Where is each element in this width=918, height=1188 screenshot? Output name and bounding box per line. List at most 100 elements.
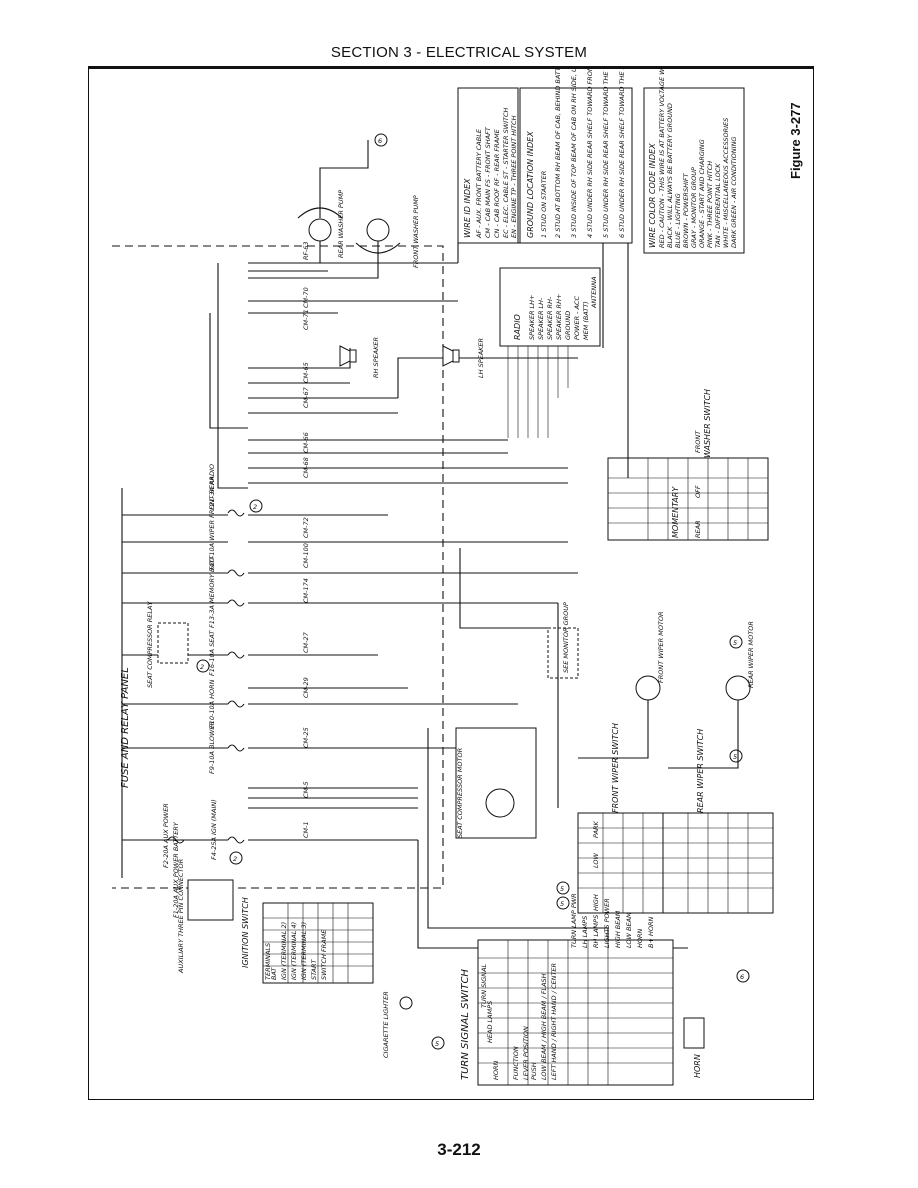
svg-text:TAN - DIFFERENTIAL LOCK: TAN - DIFFERENTIAL LOCK [714, 163, 722, 248]
fuse-f21: F21-3A RADIO [208, 464, 245, 517]
header-rule [88, 66, 814, 68]
svg-text:2: 2 [200, 663, 204, 671]
svg-text:LOW BEAM / HIGH BEAM / FLASH: LOW BEAM / HIGH BEAM / FLASH [540, 973, 548, 1080]
svg-text:IGN (TERMINAL 2): IGN (TERMINAL 2) [280, 922, 288, 980]
svg-text:CM-1: CM-1 [302, 821, 310, 838]
rear-wiper-switch: REAR WIPER SWITCH [662, 729, 774, 914]
svg-text:EN - ENGINE TP - THREE POINT: EN - ENGINE TP - THREE POINT HITCH [510, 115, 518, 238]
svg-text:REAR: REAR [694, 520, 702, 538]
svg-text:FRONT WIPER SWITCH: FRONT WIPER SWITCH [611, 723, 620, 813]
radio-unit: RADIO SPEAKER LH+ SPEAKER LH- SPEAKER RH… [499, 267, 601, 347]
svg-text:HORN: HORN [492, 1060, 500, 1080]
fuse-panel-outline [112, 245, 444, 889]
svg-text:CM-66: CM-66 [302, 432, 310, 453]
svg-text:B+ HORN: B+ HORN [647, 917, 655, 948]
svg-text:SEAT COMPRESSOR MOTOR: SEAT COMPRESSOR MOTOR [456, 748, 464, 838]
svg-text:MEM (BATT): MEM (BATT) [582, 301, 590, 340]
svg-text:REAR WIPER SWITCH: REAR WIPER SWITCH [696, 729, 705, 813]
svg-text:AF - AUX. FRONT BATTERY CABLE: AF - AUX. FRONT BATTERY CABLE [475, 128, 483, 239]
cigarette-lighter: CIGARETTE LIGHTER [382, 991, 413, 1058]
svg-text:5 STUD UNDER RH SIDE REAR SHEL: 5 STUD UNDER RH SIDE REAR SHELF TOWARD T… [602, 68, 610, 238]
svg-text:CM - CAB MAIN FS - FRONT SHA: CM - CAB MAIN FS - FRONT SHAFT [484, 126, 492, 238]
svg-text:BLUE - LIGHTING: BLUE - LIGHTING [674, 193, 682, 248]
svg-text:TERMINALS: TERMINALS [264, 943, 272, 980]
svg-text:OFF: OFF [694, 485, 702, 498]
fuse-list: F21-3A RADIO F20-10A WIPER FRONT REAR F1… [162, 464, 245, 918]
svg-text:F10-10A HORN: F10-10A HORN [208, 679, 216, 728]
svg-text:POWER - ACC: POWER - ACC [573, 295, 581, 340]
svg-text:F1-20A AUX POWER BATTERY: F1-20A AUX POWER BATTERY [172, 821, 180, 918]
svg-text:BAT: BAT [270, 967, 278, 980]
svg-text:F2-20A AUX POWER: F2-20A AUX POWER [162, 803, 170, 868]
svg-text:CM-27: CM-27 [302, 631, 310, 653]
svg-text:CM-174: CM-174 [302, 578, 310, 603]
svg-text:HORN: HORN [636, 928, 644, 948]
wire-tags: RF-63 CM-70 CM-71 CM-65 CM-67 CM-66 CM-6… [302, 241, 310, 838]
wire-color-index: WIRE COLOR CODE INDEX RED - CAUTION - TH… [643, 68, 745, 254]
svg-text:LOW: LOW [592, 852, 600, 868]
svg-text:CM-65: CM-65 [302, 362, 310, 383]
svg-text:PUSH: PUSH [530, 1062, 538, 1080]
ignition-switch-table: BAT IGN (TERMINAL 2) IGN (TERMINAL 4) IG… [241, 897, 374, 984]
svg-text:PARK: PARK [592, 820, 600, 838]
svg-text:2 STUD AT BOTTOM RH BEAM OF CA: 2 STUD AT BOTTOM RH BEAM OF CAB, BEHIND … [554, 68, 562, 238]
svg-text:BROWN - POWERSHIFT: BROWN - POWERSHIFT [682, 172, 690, 248]
svg-text:SEE MONITOR GROUP: SEE MONITOR GROUP [562, 602, 570, 673]
svg-text:LEVER POSITION: LEVER POSITION [522, 1026, 530, 1080]
lh-speaker: LH SPEAKER [442, 338, 485, 378]
fuse-f4: F4-25A IGN (MAIN) [210, 799, 245, 860]
wire-id-index: WIRE ID INDEX AF - AUX. FRONT BATTERY CA… [457, 87, 519, 244]
monitor-group-ref: SEE MONITOR GROUP [547, 602, 579, 679]
svg-text:CM-25: CM-25 [302, 727, 310, 748]
svg-text:AUXILIARY THREE PIN CONNECTOR: AUXILIARY THREE PIN CONNECTOR [177, 859, 185, 974]
svg-text:CM-5: CM-5 [302, 781, 310, 798]
seat-compressor-relay: SEAT COMPRESSOR RELAY [146, 601, 189, 688]
svg-text:HIGH BEAM: HIGH BEAM [614, 910, 622, 948]
svg-text:RED - CAUTION - THIS WIRE IS A: RED - CAUTION - THIS WIRE IS AT BATTERY … [658, 68, 666, 248]
svg-text:FUNCTION: FUNCTION [512, 1046, 520, 1080]
svg-text:HORN: HORN [693, 1054, 702, 1078]
svg-text:HIGH: HIGH [592, 894, 600, 911]
front-washer-pump: FRONT WASHER PUMP [355, 195, 420, 268]
svg-text:CM-67: CM-67 [302, 386, 310, 408]
svg-text:CM-68: CM-68 [302, 457, 310, 478]
svg-text:IGNITION SWITCH: IGNITION SWITCH [241, 897, 250, 968]
svg-text:LEFT HAND / RIGHT HAND / CENTE: LEFT HAND / RIGHT HAND / CENTER [550, 963, 558, 1080]
svg-text:SWITCH FRAME: SWITCH FRAME [320, 929, 328, 980]
diagram-frame [88, 68, 814, 1100]
svg-text:SPEAKER RH+: SPEAKER RH+ [555, 294, 563, 340]
svg-text:IGN (TERMINAL 4): IGN (TERMINAL 4) [290, 922, 298, 980]
svg-text:FRONT: FRONT [694, 430, 702, 453]
svg-text:FRONT WASHER PUMP: FRONT WASHER PUMP [412, 195, 420, 268]
svg-text:CIGARETTE LIGHTER: CIGARETTE LIGHTER [382, 991, 390, 1058]
svg-text:SEAT COMPRESSOR RELAY: SEAT COMPRESSOR RELAY [146, 601, 154, 688]
svg-text:5: 5 [435, 1040, 439, 1048]
section-header: SECTION 3 - ELECTRICAL SYSTEM [330, 44, 588, 61]
svg-text:REAR WIPER MOTOR: REAR WIPER MOTOR [747, 621, 755, 688]
svg-text:TURN SIGNAL SWITCH: TURN SIGNAL SWITCH [460, 969, 471, 1080]
svg-text:RF-63: RF-63 [302, 241, 310, 260]
svg-text:WASHER SWITCH: WASHER SWITCH [703, 389, 712, 458]
svg-text:LH SPEAKER: LH SPEAKER [477, 338, 485, 378]
svg-text:DARK GREEN - AIR CONDITIONING: DARK GREEN - AIR CONDITIONING [730, 137, 738, 248]
svg-text:REAR WASHER PUMP: REAR WASHER PUMP [337, 190, 345, 258]
svg-text:FRONT WIPER MOTOR: FRONT WIPER MOTOR [657, 611, 665, 683]
svg-text:CM-70: CM-70 [302, 287, 310, 308]
svg-text:GRAY - MONITOR GROUP: GRAY - MONITOR GROUP [690, 167, 698, 248]
svg-text:2: 2 [253, 503, 257, 511]
fuse-f9: F9-10A BLOWER [208, 721, 245, 774]
svg-text:F4-25A IGN (MAIN): F4-25A IGN (MAIN) [210, 799, 218, 860]
svg-text:F20-10A WIPER FRONT REAR: F20-10A WIPER FRONT REAR [208, 476, 216, 570]
ground-markers: 2 2 2 6 5 5 5 5 5 6 [196, 133, 750, 1050]
horn: HORN [683, 1017, 705, 1078]
fuse-f2: F2-20A AUX POWER [162, 803, 185, 868]
svg-text:5: 5 [560, 885, 564, 893]
fuse-f1: F1-20A AUX POWER BATTERY [172, 821, 180, 918]
seat-compressor-motor: SEAT COMPRESSOR MOTOR [455, 727, 537, 839]
svg-text:CM-29: CM-29 [302, 677, 310, 698]
svg-text:SPEAKER RH-: SPEAKER RH- [546, 296, 554, 340]
svg-text:CM-71: CM-71 [302, 309, 310, 330]
front-wiper-motor: FRONT WIPER MOTOR [635, 611, 665, 701]
svg-text:LH LAMPS: LH LAMPS [581, 916, 589, 948]
washer-switch-grid: FRONT OFF REAR WASHER SWITCH MOMENTARY [607, 389, 769, 541]
